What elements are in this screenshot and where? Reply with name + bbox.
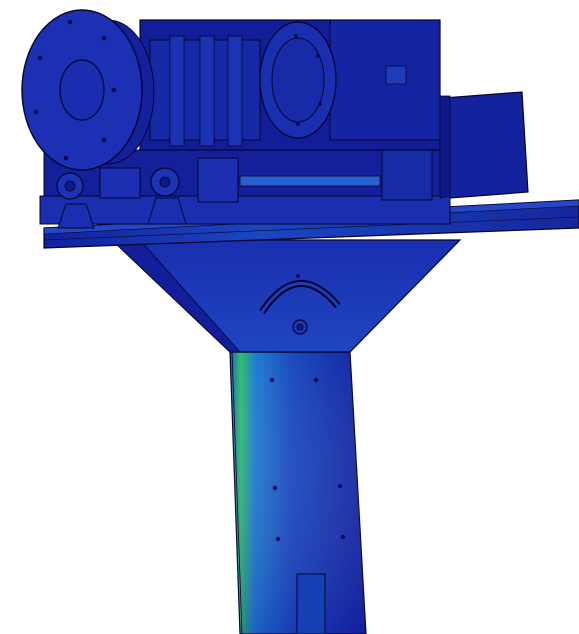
flange-disc bbox=[21, 9, 155, 171]
drive-housing bbox=[139, 19, 529, 199]
transition-cone bbox=[110, 239, 462, 353]
column-post bbox=[229, 351, 367, 634]
lower-frame bbox=[39, 149, 451, 229]
